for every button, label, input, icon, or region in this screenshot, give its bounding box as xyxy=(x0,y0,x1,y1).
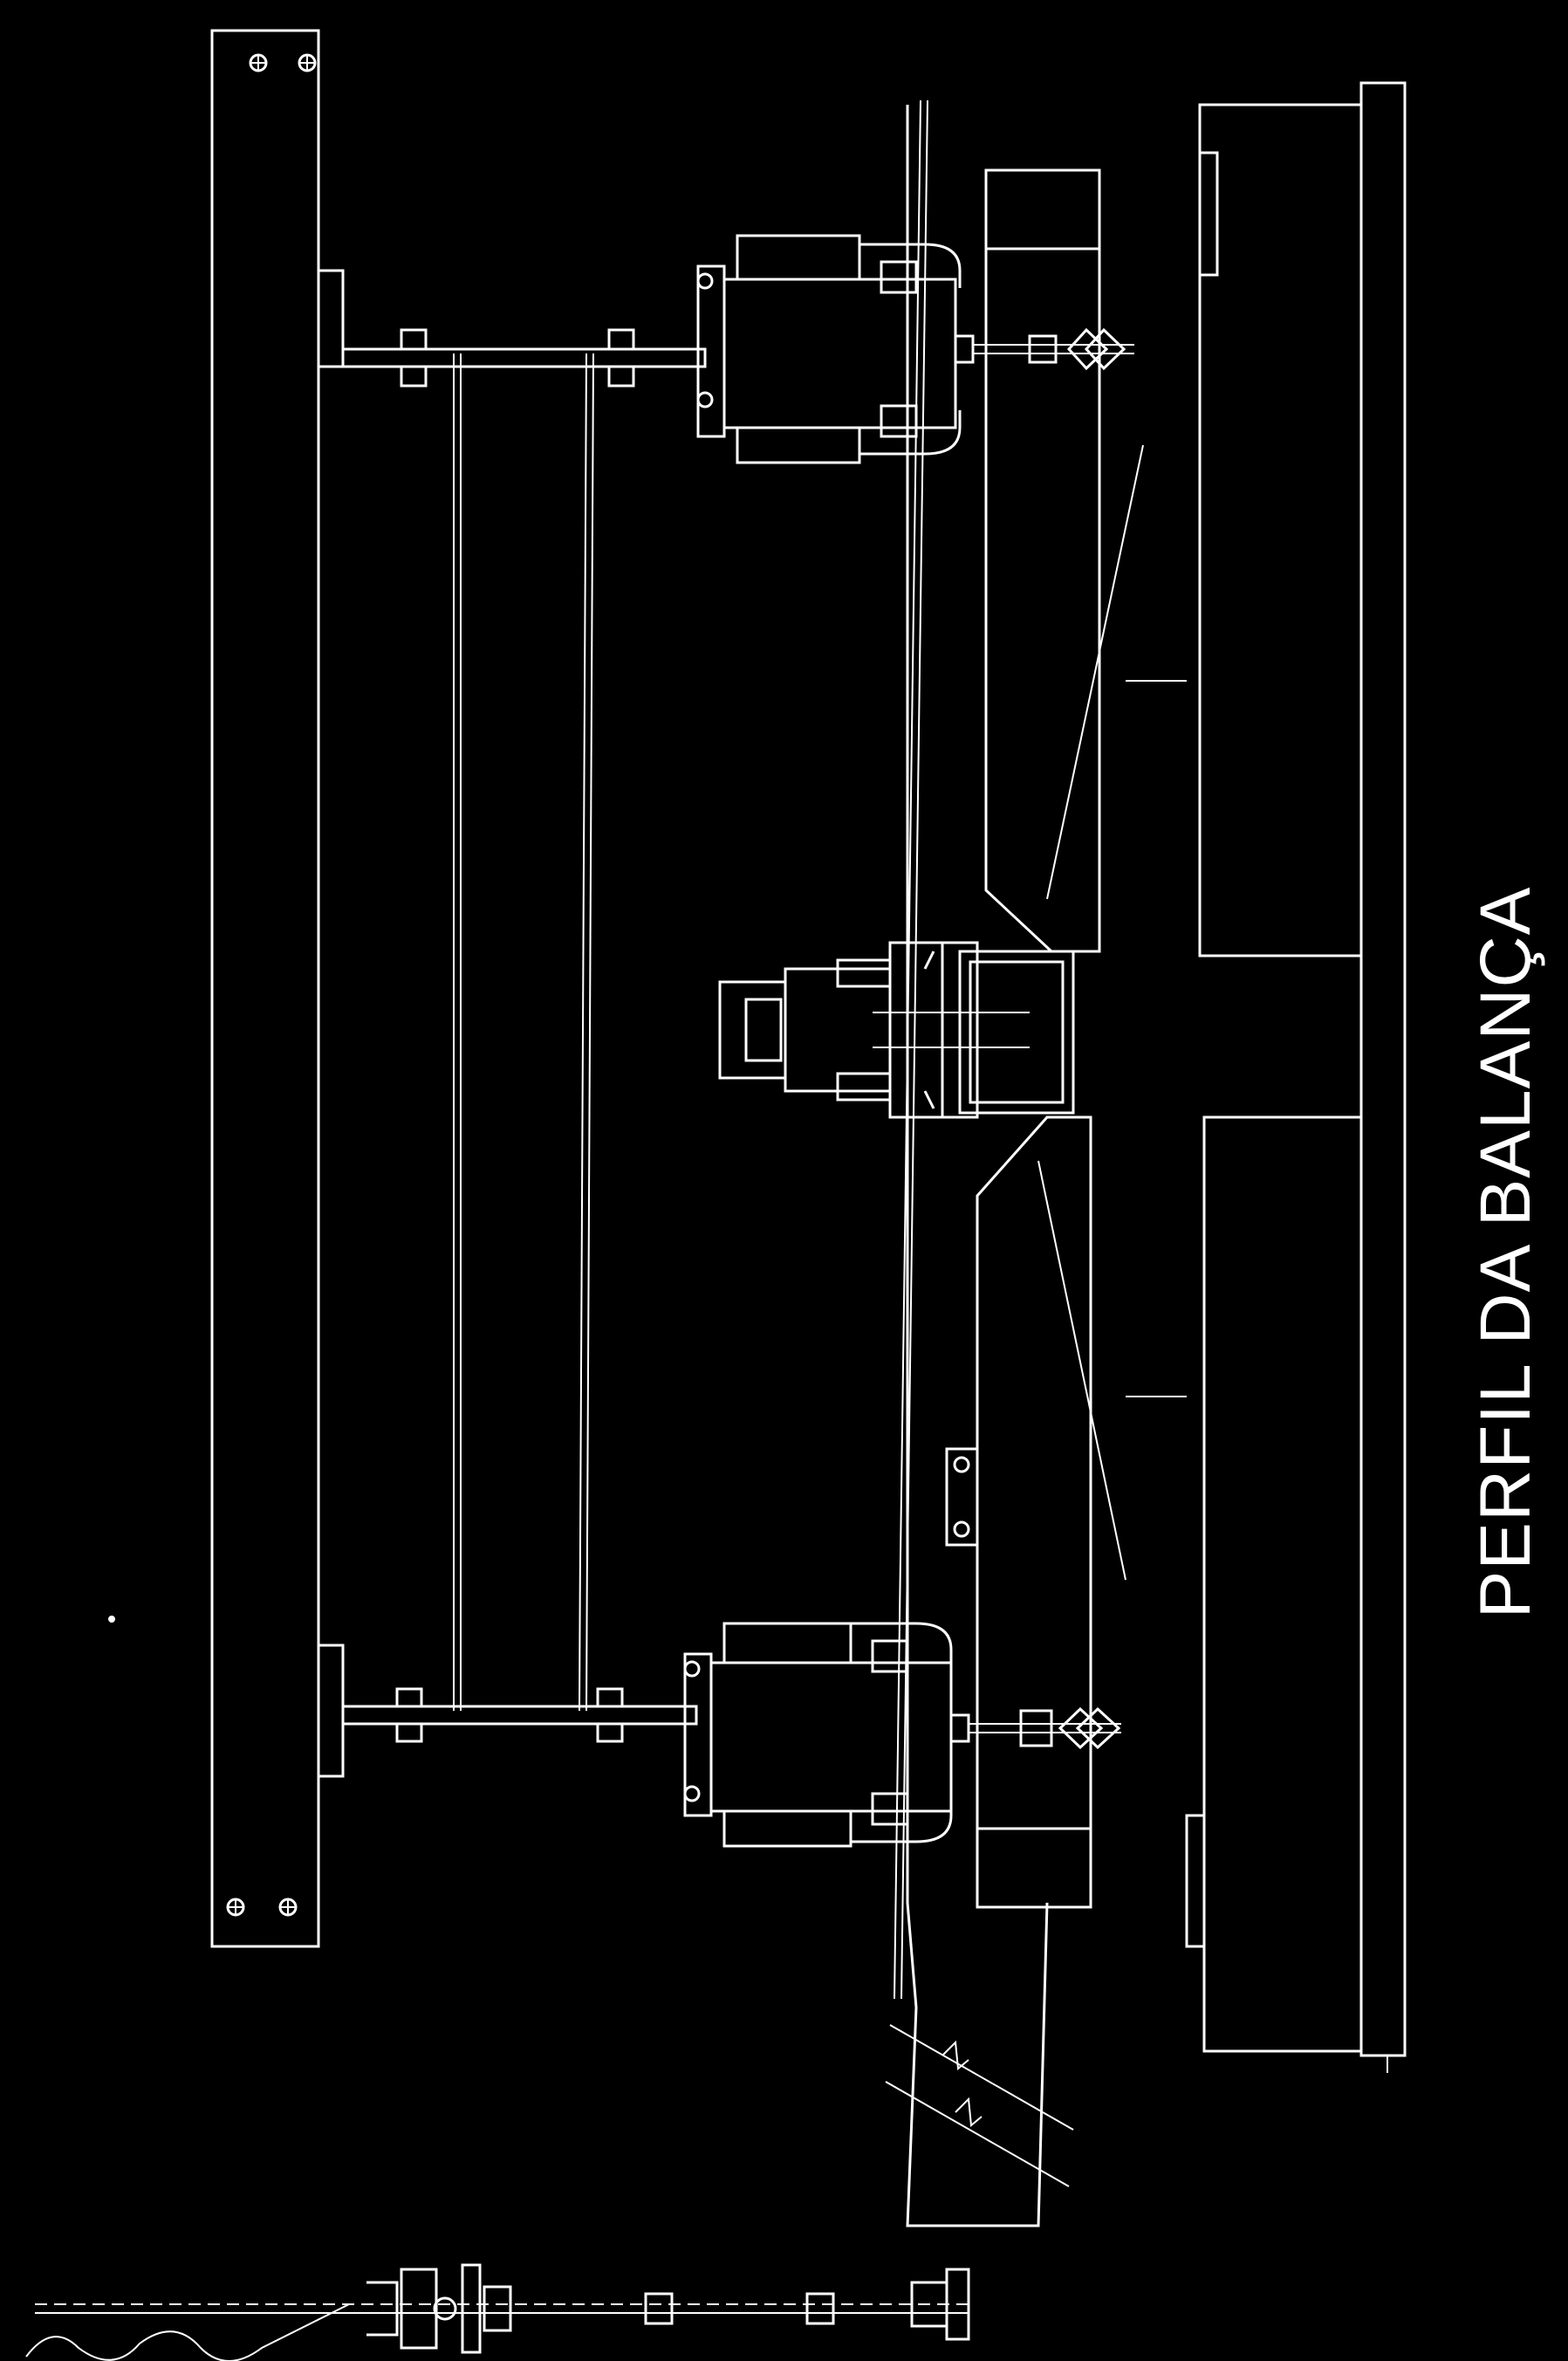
stray-dot xyxy=(108,1616,115,1623)
cross-rails xyxy=(453,100,928,2000)
side-bracket xyxy=(945,1447,979,1547)
upper-support-beam-bottom xyxy=(317,1644,698,1778)
upper-support-beam-top xyxy=(317,269,707,388)
foundation-frame xyxy=(906,81,1407,2227)
figure-caption: PERFIL DA BALANÇA xyxy=(1466,886,1545,1619)
load-cell-bottom xyxy=(683,1622,1121,1848)
connecting-rod xyxy=(25,2263,970,2361)
load-cell-top xyxy=(696,234,1134,464)
center-joint-assembly xyxy=(718,941,1075,1119)
platform-beam xyxy=(210,29,320,1948)
break-lines xyxy=(885,2024,1074,2187)
